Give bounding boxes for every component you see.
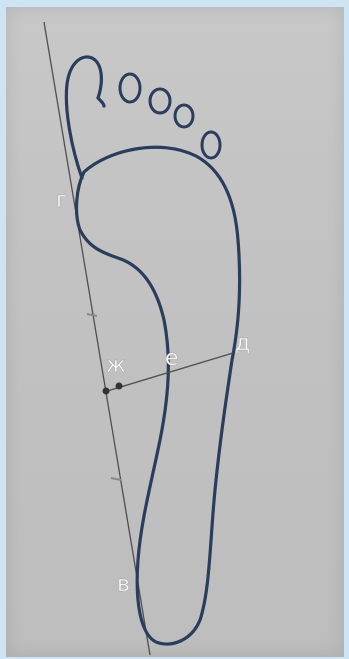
toe-outline xyxy=(120,74,140,102)
foot-sole-outline xyxy=(77,147,240,644)
tick-mark xyxy=(87,314,97,316)
tick-mark xyxy=(111,478,121,480)
point-label-zh: ж xyxy=(106,353,126,378)
toe-outline xyxy=(202,132,220,158)
point-label-e: е xyxy=(165,346,179,371)
point-label-v: в xyxy=(117,572,130,597)
point-label-d: д xyxy=(235,331,250,356)
point-label-g: г xyxy=(56,188,68,213)
toe-outline xyxy=(150,89,170,113)
point-marker xyxy=(103,388,110,395)
toe-outline xyxy=(175,105,193,127)
point-marker xyxy=(116,383,123,390)
reference-line xyxy=(44,22,150,655)
